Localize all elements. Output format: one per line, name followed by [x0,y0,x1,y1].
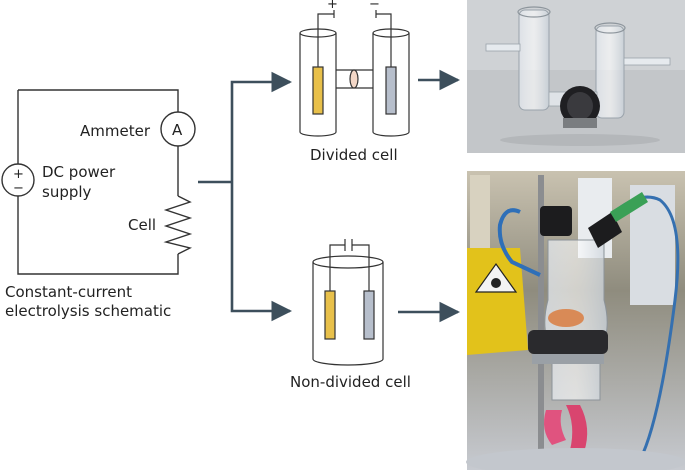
non-divided-anode-wire [329,244,345,291]
arrow-to-divided-cell [230,71,293,182]
schematic-caption-line2: electrolysis schematic [5,302,171,320]
cathode-electrode [385,66,397,115]
circuit-schematic [1,89,196,275]
right-compartment [372,33,410,137]
anode-wire [317,13,334,67]
anode-electrode [312,66,324,115]
non-divided-cell-photo [466,171,685,470]
non-divided-cathode-wire [352,244,370,291]
divided-plus-terminal: + [327,0,338,12]
circuit-wire-bottom [17,196,179,275]
power-minus-sign: − [13,181,24,196]
divided-cell-diagram [299,10,410,137]
divided-cell-photo [467,0,685,153]
branch-arrows [198,69,461,323]
arrow-to-non-divided-cell [230,182,293,322]
ammeter-symbol [160,111,196,147]
divided-cell-label: Divided cell [310,146,398,164]
circuit-wire [18,89,179,112]
power-supply-symbol [1,163,35,197]
non-divided-cell-label: Non-divided cell [290,373,411,391]
cell-label: Cell [128,216,156,234]
power-plus-sign: + [13,167,24,182]
beaker-body [312,262,384,366]
non-divided-anode [324,290,336,340]
power-supply-label-line2: supply [42,183,92,201]
non-divided-cathode [363,290,375,340]
beaker-rim [312,255,384,269]
cathode-wire [376,13,392,67]
schematic-caption-line1: Constant-current [5,283,132,301]
ammeter-letter: A [172,121,183,139]
cell-resistor-symbol [163,195,193,255]
divided-minus-terminal: − [369,0,380,12]
power-supply-label-line1: DC power [42,163,116,181]
left-compartment [299,33,337,137]
non-divided-cell-diagram [312,239,384,366]
membrane [349,69,359,89]
ammeter-label: Ammeter [80,122,151,140]
